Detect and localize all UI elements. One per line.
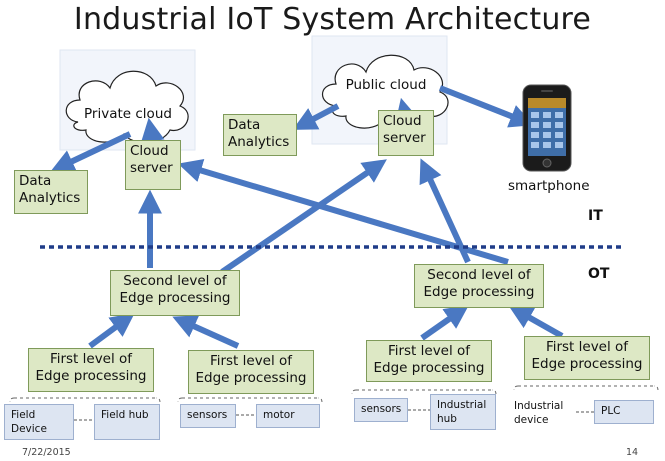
motor-box: motor bbox=[256, 404, 320, 428]
sensors-box-1: sensors bbox=[180, 404, 236, 428]
plc-box: PLC bbox=[594, 400, 654, 424]
footer-date: 7/22/2015 bbox=[22, 447, 71, 458]
data-analytics-box-right: Data Analytics bbox=[223, 114, 297, 156]
arrow-first4-to-second-right bbox=[508, 305, 564, 339]
field-device-box: Field Device bbox=[4, 404, 74, 440]
arrow-server-to-public bbox=[395, 97, 419, 125]
industrial-hub-box: Industrial hub bbox=[430, 394, 496, 430]
device-bracket-4 bbox=[513, 385, 659, 391]
cloud-server-box-right: Cloud server bbox=[378, 110, 434, 156]
arrow-first2-to-second-left bbox=[172, 315, 240, 349]
cloud-server-box-left: Cloud server bbox=[125, 140, 181, 190]
first-level-box-2: First level of Edge processing bbox=[188, 350, 314, 394]
it-label: IT bbox=[588, 208, 603, 224]
second-level-box-right: Second level of Edge processing bbox=[414, 264, 544, 308]
second-level-box-left: Second level of Edge processing bbox=[110, 270, 240, 316]
page-title: Industrial IoT System Architecture bbox=[73, 2, 592, 37]
device-bracket-2 bbox=[177, 397, 323, 403]
arrow-private-to-analytics bbox=[50, 131, 132, 173]
arrow-first1-to-second-left bbox=[88, 313, 135, 349]
footer-page-number: 14 bbox=[626, 447, 639, 458]
first-level-box-4: First level of Edge processing bbox=[524, 336, 650, 380]
field-hub-box: Field hub bbox=[94, 404, 160, 440]
arrow-public-to-phone bbox=[438, 85, 534, 128]
arrow-first3-to-second-right bbox=[420, 305, 469, 341]
private-cloud-label: Private cloud bbox=[84, 106, 172, 122]
ot-label: OT bbox=[588, 266, 610, 282]
data-analytics-box-left: Data Analytics bbox=[14, 170, 88, 214]
sensors-box-2: sensors bbox=[354, 398, 408, 422]
device-bracket-3 bbox=[351, 389, 497, 395]
first-level-box-3: First level of Edge processing bbox=[366, 340, 492, 382]
arrow-second-left-to-server-right bbox=[220, 159, 387, 275]
smartphone-label: smartphone bbox=[508, 178, 590, 194]
first-level-box-1: First level of Edge processing bbox=[28, 348, 154, 392]
device-bracket-1 bbox=[9, 397, 161, 403]
arrow-public-to-analytics bbox=[292, 103, 340, 130]
arrow-second-right-to-server-right bbox=[419, 158, 471, 264]
arrow-server-to-private bbox=[140, 117, 165, 144]
smartphone-icon bbox=[522, 84, 572, 176]
public-cloud-label: Public cloud bbox=[345, 77, 427, 93]
industrial-device-box: Industrial device bbox=[514, 400, 564, 426]
